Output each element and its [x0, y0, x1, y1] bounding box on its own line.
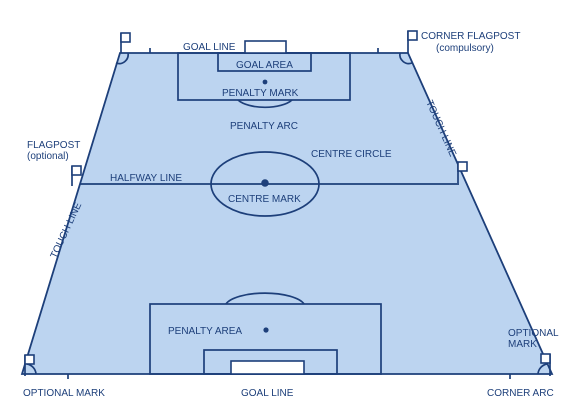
optional-mark-left-label: OPTIONAL MARK — [23, 388, 105, 399]
corner-flag-bottom-right — [540, 353, 551, 376]
halfway-flag-right — [457, 161, 468, 183]
goal-bottom — [230, 360, 305, 375]
centre-mark — [261, 179, 269, 187]
goal-line-bottom-label: GOAL LINE — [241, 388, 294, 399]
penalty-mark-bottom — [263, 327, 269, 333]
corner-arc-label: CORNER ARC — [487, 388, 554, 399]
penalty-mark-top — [262, 79, 268, 85]
corner-flagpost-label: CORNER FLAGPOST — [421, 31, 520, 42]
goal-top — [244, 40, 287, 54]
goal-line-top-label: GOAL LINE — [183, 42, 236, 53]
flagpost-label: FLAGPOST — [27, 140, 80, 151]
penalty-mark-label: PENALTY MARK — [222, 88, 299, 99]
penalty-arc-top — [237, 99, 293, 109]
optional-mark-right-label-1: OPTIONAL — [508, 328, 559, 339]
centre-circle — [210, 151, 320, 217]
centre-circle-label: CENTRE CIRCLE — [311, 149, 392, 160]
penalty-arc-label: PENALTY ARC — [230, 121, 298, 132]
penalty-area-label: PENALTY AREA — [168, 326, 242, 337]
corner-arc-top-left — [115, 52, 129, 65]
centre-mark-label: CENTRE MARK — [228, 194, 301, 205]
penalty-arc-bottom — [225, 292, 305, 305]
corner-arc-bottom-right — [537, 363, 548, 375]
halfway-flag-left — [71, 165, 82, 186]
optional-label: (optional) — [27, 151, 69, 162]
optional-mark-right-label-2: MARK — [508, 339, 537, 350]
goal-area-label: GOAL AREA — [236, 60, 293, 71]
corner-flag-top-left — [120, 32, 131, 53]
corner-flag-top-right — [407, 30, 418, 53]
compulsory-label: (compulsory) — [436, 43, 494, 54]
halfway-line-label: HALFWAY LINE — [110, 173, 182, 184]
corner-flag-bottom-left — [24, 354, 35, 376]
corner-arc-top-right — [399, 52, 413, 65]
